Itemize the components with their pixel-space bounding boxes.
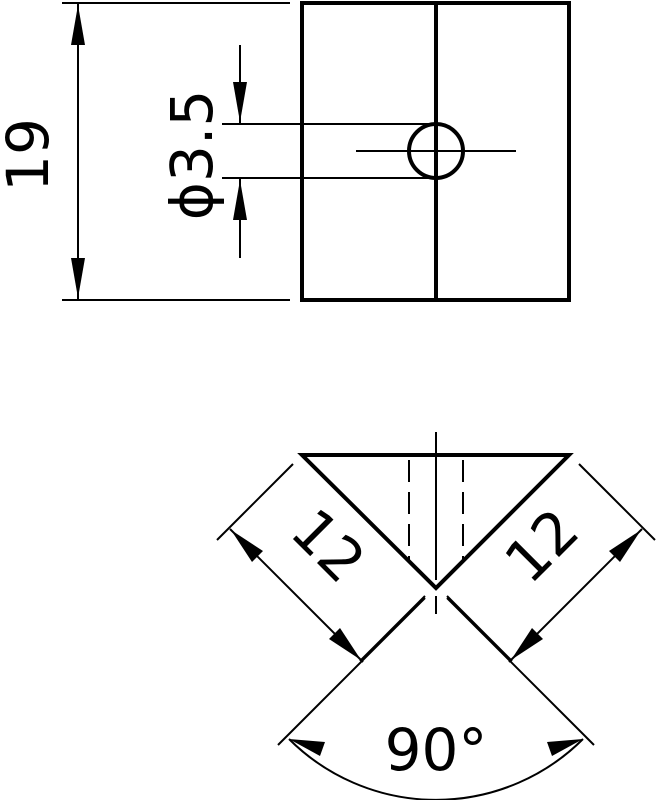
right-extension-upper — [578, 463, 656, 541]
angle-label: 90° — [385, 716, 488, 784]
hole-diameter-dimension: ϕ3.5 — [158, 45, 430, 258]
right-edge-label: 12 — [492, 496, 592, 596]
left-arrow-lower — [329, 628, 361, 660]
angle-dimension: 90° — [277, 597, 595, 800]
front-view — [300, 1, 571, 302]
left-arrow-upper — [231, 530, 263, 562]
height-arrow-top — [71, 5, 85, 45]
height-dimension: 19 — [0, 2, 290, 301]
right-arrow-lower — [511, 628, 543, 660]
height-dimension-label: 19 — [0, 118, 62, 192]
hole-arrow-top — [233, 82, 247, 122]
angle-extension-right — [446, 597, 595, 746]
right-arrow-upper — [609, 530, 641, 562]
angle-extension-left — [277, 597, 426, 746]
left-edge-label: 12 — [278, 496, 378, 596]
v-groove-view — [297, 432, 574, 614]
left-edge-dimension: 12 — [216, 463, 426, 663]
hole-arrow-bottom — [233, 180, 247, 220]
hole-diameter-label: ϕ3.5 — [158, 90, 226, 221]
angle-arrow-left — [289, 739, 325, 756]
angle-arrow-right — [547, 739, 583, 756]
left-extension-lower — [359, 595, 426, 662]
right-extension-lower — [446, 595, 513, 662]
left-extension-upper — [216, 463, 294, 541]
right-edge-dimension: 12 — [446, 463, 656, 663]
height-arrow-bottom — [71, 258, 85, 298]
